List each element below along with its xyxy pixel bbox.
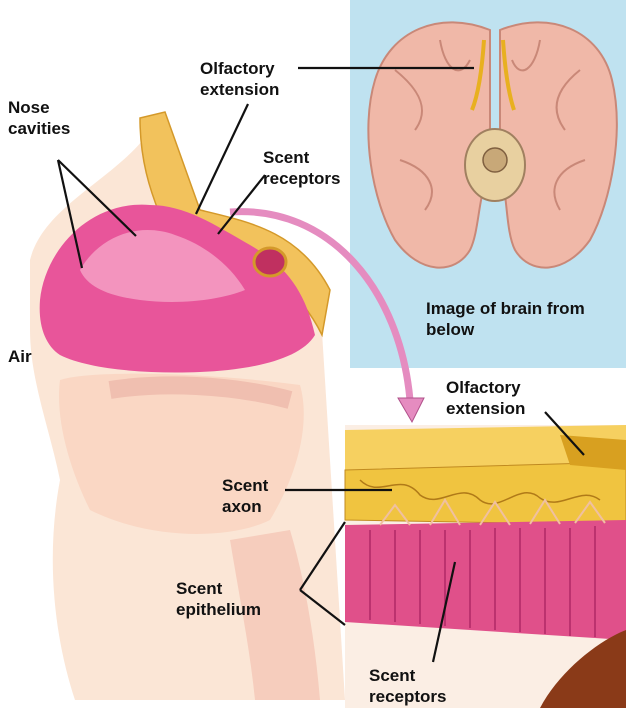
label-nose-cavities: Nose cavities <box>8 97 70 139</box>
label-scent-axon: Scent axon <box>222 475 268 517</box>
epithelium-layer <box>345 520 626 640</box>
label-scent-receptors-top: Scent receptors <box>263 147 340 189</box>
label-scent-receptors-bottom: Scent receptors <box>369 665 446 707</box>
label-olfactory-extension-right: Olfactory extension <box>446 377 525 419</box>
label-olfactory-extension-top: Olfactory extension <box>200 58 279 100</box>
label-air: Air <box>8 346 32 367</box>
label-scent-epithelium: Scent epithelium <box>176 578 261 620</box>
sinus <box>254 248 286 276</box>
magnify-arrow-head <box>398 398 424 422</box>
label-brain-caption: Image of brain from below <box>426 298 585 340</box>
